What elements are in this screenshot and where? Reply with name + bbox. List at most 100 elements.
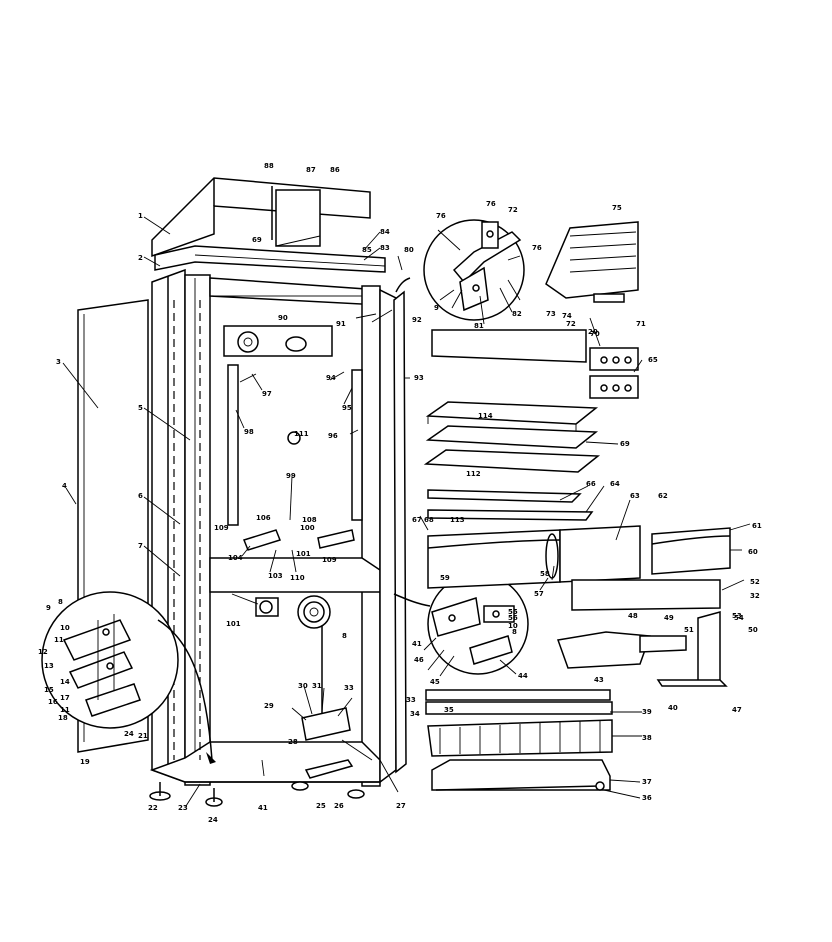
- part-label-75: 75: [612, 204, 622, 212]
- kick-plate: [431, 759, 611, 791]
- part-label-19: 19: [80, 758, 90, 766]
- part-label-1: 1: [138, 212, 143, 220]
- part-label-37: 37: [642, 778, 652, 786]
- part-label-57: 57: [534, 590, 544, 598]
- part-label-66: 66: [586, 480, 596, 488]
- part-label-50: 50: [748, 626, 758, 634]
- part-label-27: 27: [396, 802, 406, 810]
- part-label-97: 97: [262, 390, 272, 398]
- part-label-47: 47: [732, 706, 742, 714]
- part-label-38: 38: [642, 734, 652, 742]
- part-label-22: 22: [148, 804, 158, 812]
- part-label-18: 18: [58, 714, 68, 722]
- part-label-85: 85: [362, 246, 372, 254]
- part-label-13: 13: [44, 662, 54, 670]
- part-label-34: 34: [410, 710, 420, 718]
- part-label-28: 28: [288, 738, 298, 746]
- part-label-96: 96: [328, 432, 338, 440]
- part-label-44: 44: [518, 672, 528, 680]
- part-label-110: 110: [290, 574, 305, 582]
- part-label-114: 114: [478, 412, 493, 420]
- part-label-72b: 72: [566, 320, 576, 328]
- part-label-10b: 10: [508, 622, 518, 630]
- part-label-101a: 101: [296, 550, 311, 558]
- part-label-93: 93: [414, 374, 424, 382]
- part-label-8c: 8: [512, 628, 517, 636]
- drawer-front-panel: [571, 579, 721, 611]
- part-label-21: 21: [138, 732, 148, 740]
- part-label-4: 4: [62, 482, 67, 490]
- part-label-33a: 33: [344, 684, 354, 692]
- part-label-33b: 33: [406, 696, 416, 704]
- part-label-31: 31: [312, 682, 322, 690]
- part-label-20: 20: [588, 328, 598, 336]
- part-label-43: 43: [594, 676, 604, 684]
- part-label-72a: 72: [508, 206, 518, 214]
- part-label-23: 23: [178, 804, 188, 812]
- part-label-109a: 109: [214, 524, 229, 532]
- part-label-113: 113: [450, 516, 465, 524]
- part-label-29: 29: [264, 702, 274, 710]
- part-label-76b: 76: [436, 212, 446, 220]
- part-label-83: 83: [380, 244, 390, 252]
- part-label-11b: 11: [60, 706, 70, 714]
- part-label-112: 112: [466, 470, 481, 478]
- part-label-15: 15: [44, 686, 54, 694]
- part-label-60: 60: [748, 548, 758, 556]
- part-label-98: 98: [244, 428, 254, 436]
- rod: [435, 781, 605, 791]
- part-label-61: 61: [752, 522, 762, 530]
- part-label-7: 7: [138, 542, 143, 550]
- part-label-80: 80: [404, 246, 414, 254]
- part-label-30: 30: [298, 682, 308, 690]
- part-label-41b: 41: [412, 640, 422, 648]
- mounting-bracket: [656, 611, 728, 687]
- part-label-69b: 69: [252, 236, 262, 244]
- part-label-26: 26: [334, 802, 344, 810]
- freezer-shelves: [425, 689, 613, 715]
- part-label-41a: 41: [258, 804, 268, 812]
- evaporator-cover: [545, 221, 639, 303]
- part-label-40: 40: [668, 704, 678, 712]
- part-label-90: 90: [278, 314, 288, 322]
- part-label-14: 14: [60, 678, 70, 686]
- part-label-86: 86: [330, 166, 340, 174]
- part-label-104: 104: [228, 554, 243, 562]
- part-label-39: 39: [642, 708, 652, 716]
- part-label-17: 17: [60, 694, 70, 702]
- lower-hinge-detail-zoom-circle: [41, 591, 216, 764]
- part-label-3: 3: [56, 358, 61, 366]
- part-label-76c: 76: [532, 244, 542, 252]
- part-label-54: 54: [734, 614, 744, 622]
- part-label-94: 94: [326, 374, 336, 382]
- door-shelf-bin: [589, 347, 639, 399]
- part-label-76a: 76: [486, 200, 496, 208]
- part-label-58: 58: [540, 570, 550, 578]
- right-door-trim-strip: [393, 290, 407, 774]
- part-label-65: 65: [648, 356, 658, 364]
- part-label-10a: 10: [60, 624, 70, 632]
- part-label-9a: 9: [46, 604, 51, 612]
- part-label-8a: 8: [58, 598, 63, 606]
- part-label-92: 92: [412, 316, 422, 324]
- part-label-69a: 69: [620, 440, 630, 448]
- part-label-101b: 101: [226, 620, 241, 628]
- part-label-16: 16: [48, 698, 58, 706]
- part-label-36: 36: [642, 794, 652, 802]
- part-label-55: 55: [508, 608, 518, 616]
- part-label-51: 51: [684, 626, 694, 634]
- part-label-53: 53: [732, 612, 742, 620]
- part-label-59: 59: [440, 574, 450, 582]
- part-label-108: 108: [302, 516, 317, 524]
- part-label-52: 52: [750, 578, 760, 586]
- part-label-68: 68: [424, 516, 434, 524]
- part-label-73: 73: [546, 310, 556, 318]
- part-label-82: 82: [512, 310, 522, 318]
- part-label-35: 35: [444, 706, 454, 714]
- part-label-103: 103: [268, 572, 283, 580]
- part-label-64: 64: [610, 480, 620, 488]
- interior-details: [149, 325, 365, 807]
- top-trim-strip: [154, 245, 386, 273]
- part-label-49: 49: [664, 614, 674, 622]
